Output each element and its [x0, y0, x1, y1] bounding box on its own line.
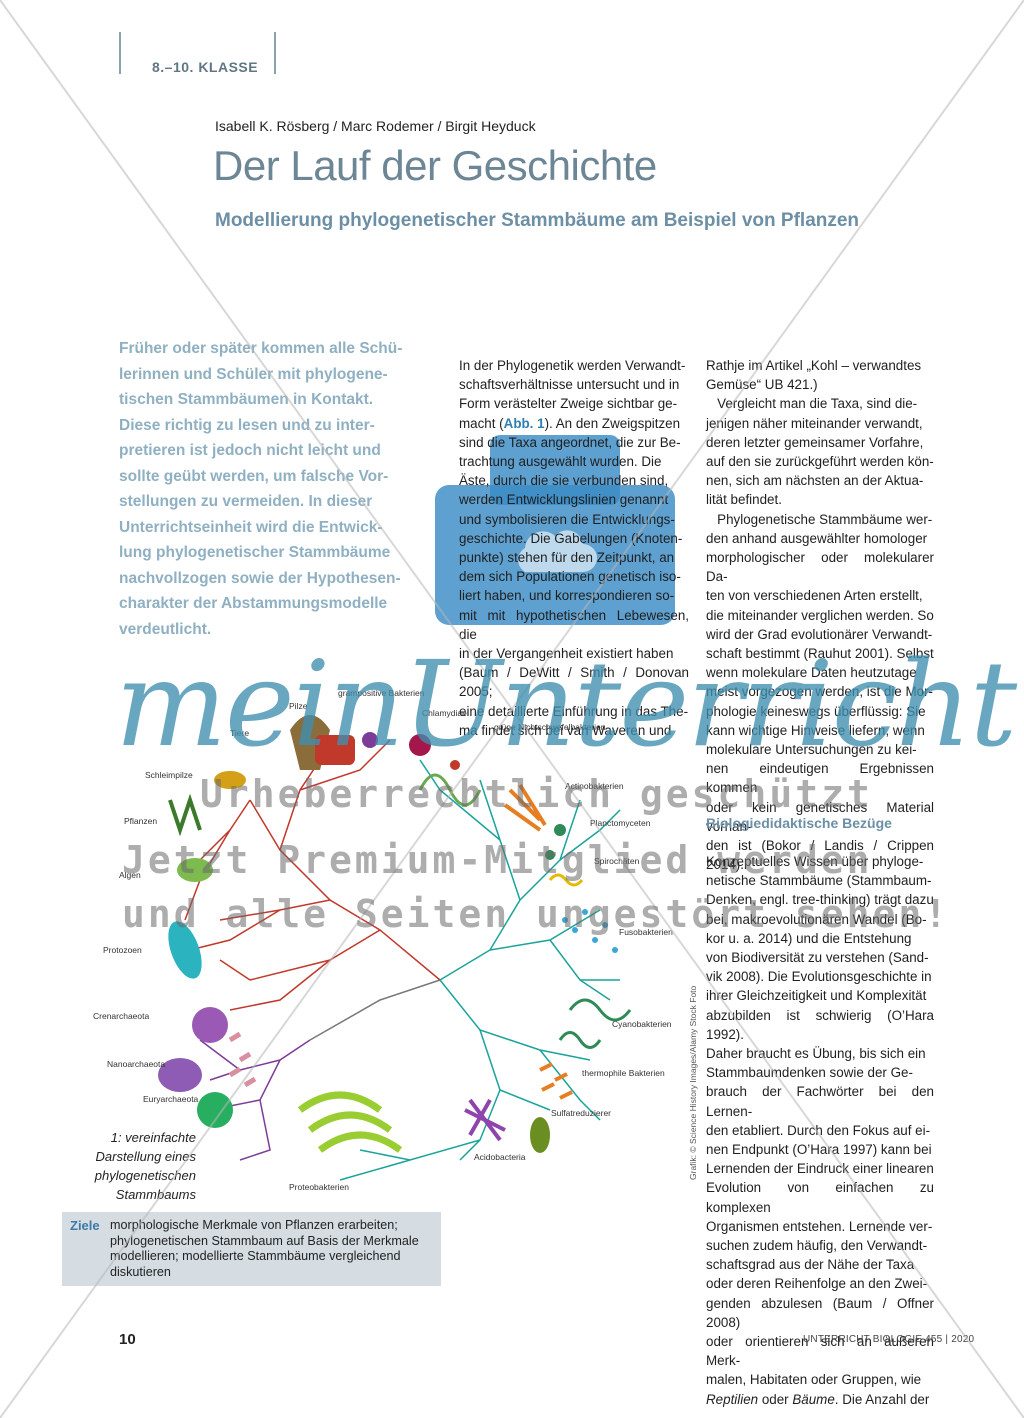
body-line: die miteinander verglichen werden. So [706, 607, 934, 623]
body-text: Bäume [792, 1391, 835, 1407]
body-line: brauch der Fachwörter bei den Lernen- [706, 1084, 934, 1119]
body-line: den etabliert. Durch den Fokus auf ei- [706, 1122, 931, 1138]
tree-label: Crenarchaeota [93, 1011, 150, 1021]
body-line: Evolution von einfachen zu komplexen [706, 1180, 934, 1215]
body-line: suchen zudem häufig, den Verwandt- [706, 1238, 928, 1254]
tree-label: Sulfatreduzierer [551, 1108, 612, 1118]
goals-line: phylogenetischen Stammbaum auf Basis der… [110, 1233, 419, 1248]
grade-label: 8.–10. KLASSE [152, 59, 259, 75]
body-line: lität befindet. [706, 492, 782, 508]
body-line: den anhand ausgewählter homologer [706, 530, 928, 546]
body-line: Reptilien oder Bäume. Die Anzahl der [706, 1390, 934, 1409]
body-line: schaftsgrad aus der Nähe der Taxa [706, 1257, 915, 1273]
tree-label: Protozoen [103, 945, 142, 955]
figure-caption: 1: vereinfachte Darstellung eines phylog… [94, 1130, 196, 1202]
body-line: und symbolisieren die Entwicklungs- [459, 511, 675, 527]
tree-label: Planctomyceten [590, 818, 651, 828]
tree-label: Acidobacteria [474, 1152, 526, 1162]
watermark-line: Urheberrechtlich geschützt [200, 772, 873, 816]
body-line: nen, sich am nächsten an der Aktua- [706, 473, 924, 489]
body-line: jenigen näher miteinander verwandt, [706, 415, 923, 431]
body-text: Reptilien [706, 1391, 759, 1407]
goals-line: modellieren; modellierte Stammbäume verg… [110, 1249, 401, 1263]
goals-text: morphologische Merkmale von Pflanzen era… [110, 1218, 430, 1280]
intro-line: Diese richtig zu lesen und zu inter- [119, 416, 375, 434]
intro-paragraph: Früher oder später kommen alle Schü- ler… [119, 336, 409, 642]
body-line: vik 2008). Die Evolutionsgeschichte in [706, 969, 932, 985]
goals-line: diskutieren [110, 1264, 171, 1279]
body-line: dem sich Populationen genetisch iso- [459, 569, 681, 585]
watermark-line: und alle Seiten ungestört sehen! [122, 892, 951, 936]
article-title: Der Lauf der Geschichte [213, 142, 657, 189]
tree-label: Proteobakterien [289, 1182, 350, 1192]
section-heading: Biologiedidaktische Bezüge [706, 815, 892, 831]
intro-line: pretieren ist jedoch nicht leicht und [119, 442, 381, 459]
body-line: Vergleicht man die Taxa, sind die- [706, 396, 918, 412]
body-line: genden abzulesen (Baum / Offner 2008) [706, 1295, 934, 1330]
body-line: geschichte. Die Gabelungen (Knoten- [459, 530, 683, 546]
body-line: oder deren Reihenfolge an den Zwei- [706, 1276, 928, 1292]
body-line: abzubilden ist schwierig (O’Hara 1992). [706, 1007, 934, 1042]
body-line: morphologischer oder molekularer Da- [706, 550, 934, 585]
body-text: . Die Anzahl der [834, 1391, 930, 1407]
body-line: macht (Abb. 1). An den Zweigspitzen [459, 414, 689, 433]
body-line: Rathje im Artikel „Kohl – verwandtes [706, 358, 922, 373]
page-number: 10 [119, 1331, 136, 1348]
body-text: ). An den Zweigspitzen [544, 415, 681, 431]
body-text: macht ( [459, 415, 504, 431]
body-line: Form verästelter Zweige sichtbar ge- [459, 396, 678, 412]
body-line: sind die Taxa angeordnet, die zur Be- [459, 434, 681, 450]
body-line: Äste, durch die sie verbunden sind, [459, 473, 669, 489]
body-line: deren letzter gemeinsamer Vorfahre, [706, 434, 924, 450]
tree-label: Euryarchaeota [143, 1094, 199, 1104]
tree-label: thermophile Bakterien [582, 1068, 665, 1078]
body-line: Organismen entstehen. Lernende ver- [706, 1218, 933, 1234]
tree-label: Pflanzen [124, 816, 158, 826]
body-line: von Biodiversität zu verstehen (Sand- [706, 950, 929, 966]
intro-line: nachvollzogen sowie der Hypothesen- [119, 569, 401, 587]
tree-label: Nanoarchaeota [107, 1059, 166, 1069]
figure-reference-link[interactable]: Abb. 1 [503, 415, 545, 431]
intro-line: charakter der Abstammungsmodelle [119, 595, 388, 612]
body-line: ten von verschiedenen Arten erstellt, [706, 588, 923, 604]
article-subtitle: Modellierung phylogenetischer Stammbäume… [215, 210, 860, 231]
body-line: Daher braucht es Übung, bis sich ein [706, 1046, 926, 1062]
body-line: werden Entwicklungslinien genannt [459, 492, 669, 508]
body-text: oder [758, 1391, 793, 1407]
journal-footer: UNTERRICHT BIOLOGIE 455 | 2020 [803, 1334, 975, 1345]
intro-line: tischen Stammbäumen in Kontakt. [119, 391, 374, 408]
intro-line: sollte geübt werden, um falsche Vor- [119, 467, 389, 485]
body-line: Lernenden der Eindruck einer linearen [706, 1161, 934, 1177]
header-bar-right [274, 32, 276, 74]
body-line: Stammbaumdenken sowie der Ge- [706, 1065, 913, 1081]
intro-line: Unterrichtseinheit wird die Entwick- [119, 518, 383, 536]
body-line: ihrer Gleichzeitigkeit und Komplexität [706, 988, 927, 1004]
intro-line: lung phylogenetischer Stammbäume [119, 544, 391, 561]
body-line: Phylogenetische Stammbäume wer- [706, 511, 933, 527]
watermark-line: Jetzt Premium-Mitglied werden [122, 838, 873, 882]
body-line: schaftsverhältnisse untersucht und in [459, 377, 680, 393]
body-line: liert haben, und korrespondieren so- [459, 588, 675, 604]
body-line: trachtung ausgewählt wurden. Die [459, 454, 662, 470]
authors: Isabell K. Rösberg / Marc Rodemer / Birg… [215, 118, 536, 134]
intro-line: lerinnen und Schüler mit phylogene- [119, 365, 388, 383]
body-line: malen, Habitaten oder Gruppen, wie [706, 1372, 922, 1388]
body-line: nen Endpunkt (O’Hara 1997) kann bei [706, 1142, 932, 1158]
goals-line: morphologische Merkmale von Pflanzen era… [110, 1218, 398, 1232]
header-bar-left [119, 32, 121, 74]
body-line: punkte) stehen für den Zeitpunkt, an [459, 550, 675, 566]
tree-label: Cyanobakterien [612, 1019, 672, 1029]
body-line: auf den sie zurückgeführt werden kön- [706, 454, 934, 470]
figure-credit: Grafik: © Science History Images/Alamy S… [688, 985, 698, 1180]
body-line: In der Phylogenetik werden Verwandt- [459, 358, 686, 373]
goals-label: Ziele [70, 1218, 100, 1233]
body-line: Gemüse“ UB 421.) [706, 377, 818, 393]
intro-line: stellungen zu vermeiden. In dieser [119, 493, 373, 510]
watermark-brand: meinUnterricht [115, 635, 1017, 773]
intro-line: Früher oder später kommen alle Schü- [119, 340, 403, 357]
